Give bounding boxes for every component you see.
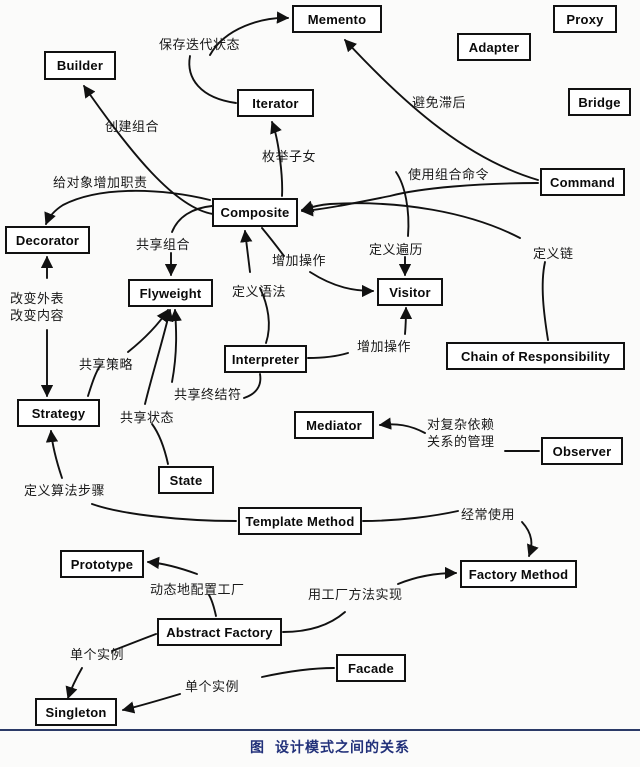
edge-label-add-operation-2: 增加操作	[357, 340, 412, 355]
edge-label-avoid-hysteresis: 避免滞后	[412, 96, 467, 111]
edge-single-instance1-arrow	[65, 667, 83, 700]
edge-template-to-strategy-line	[91, 503, 237, 522]
edge-label-create-composite: 创建组合	[105, 120, 160, 135]
edge-composite-to-flyweight	[171, 205, 213, 233]
edge-command-to-composite	[300, 182, 539, 217]
edge-label-define-grammar: 定义语法	[232, 285, 287, 300]
edge-composite-to-visitor-1	[261, 227, 285, 257]
pattern-node-prototype[interactable]: Prototype	[60, 550, 144, 578]
edge-facade-to-singleton-line	[261, 667, 335, 678]
edge-often-used-arrow	[521, 521, 539, 558]
pattern-node-interpreter[interactable]: Interpreter	[224, 345, 307, 373]
pattern-node-facade[interactable]: Facade	[336, 654, 406, 682]
edge-define-algo-arrow	[45, 429, 63, 479]
edge-label-add-operation-1: 增加操作	[272, 254, 327, 269]
edge-impl-factory-arrow	[397, 566, 458, 585]
edge-composite-to-decorator	[44, 189, 211, 226]
edge-label-share-terminator: 共享终结符	[174, 388, 242, 403]
pattern-node-builder[interactable]: Builder	[44, 51, 116, 80]
edge-label-dynamic-config: 动态地配置工厂	[150, 583, 245, 598]
caption-prefix: 图	[250, 740, 265, 756]
pattern-node-factorym[interactable]: Factory Method	[460, 560, 577, 588]
pattern-node-proxy[interactable]: Proxy	[553, 5, 617, 33]
pattern-node-bridge[interactable]: Bridge	[568, 88, 631, 116]
pattern-node-composite[interactable]: Composite	[212, 198, 298, 227]
edge-label-define-algo-step: 定义算法步骤	[24, 484, 106, 499]
edge-label-complex-dep: 对复杂依赖关系的管理	[427, 418, 495, 450]
edge-label-share-strategy: 共享策略	[79, 358, 134, 373]
pattern-node-strategy[interactable]: Strategy	[17, 399, 100, 427]
pattern-node-decorator[interactable]: Decorator	[5, 226, 90, 254]
pattern-node-mediator[interactable]: Mediator	[294, 411, 374, 439]
pattern-node-visitor[interactable]: Visitor	[377, 278, 443, 306]
caption-title: 设计模式之间的关系	[275, 740, 410, 756]
edge-label-define-chain: 定义链	[533, 247, 574, 262]
edge-interpreter-to-flyweight	[243, 373, 262, 399]
caption-bar: 图设计模式之间的关系	[0, 729, 640, 767]
pattern-node-template[interactable]: Template Method	[238, 507, 362, 535]
edge-share-strategy-arrow	[127, 308, 169, 353]
pattern-node-iterator[interactable]: Iterator	[237, 89, 314, 117]
pattern-node-command[interactable]: Command	[540, 168, 625, 196]
edge-define-traverse-top	[395, 171, 410, 237]
pattern-node-adapter[interactable]: Adapter	[457, 33, 531, 61]
edge-label-often-used: 经常使用	[461, 508, 516, 523]
pattern-node-flyweight[interactable]: Flyweight	[128, 279, 213, 307]
pattern-node-observer[interactable]: Observer	[541, 437, 623, 465]
edge-add-operation-to-visitor	[309, 271, 375, 298]
edge-state-to-flyweight	[151, 423, 169, 465]
edge-add-operation2-arrow	[399, 306, 413, 335]
edge-label-single-instance-2: 单个实例	[185, 680, 240, 695]
edge-share-state-arrow	[144, 308, 174, 405]
pattern-node-singleton[interactable]: Singleton	[35, 698, 117, 726]
pattern-node-memento[interactable]: Memento	[292, 5, 382, 33]
edge-label-share-composite: 共享组合	[136, 238, 191, 253]
edge-template-to-factory-line	[362, 510, 459, 522]
edge-interpreter-to-visitor	[307, 352, 349, 359]
figure-caption: 图设计模式之间的关系	[250, 737, 410, 757]
edge-label-add-duty: 给对象增加职责	[53, 176, 148, 191]
pattern-node-abstractf[interactable]: Abstract Factory	[157, 618, 282, 646]
edge-label-define-traverse: 定义遍历	[369, 243, 424, 258]
edge-save-iter-stem	[188, 55, 237, 104]
edge-chain-to-composite	[300, 200, 521, 239]
pattern-node-chain[interactable]: Chain of Responsibility	[446, 342, 625, 370]
edge-label-single-instance-1: 单个实例	[70, 648, 125, 663]
edge-label-impl-by-factory: 用工厂方法实现	[308, 588, 403, 603]
edge-label-share-state: 共享状态	[120, 411, 175, 426]
edge-single-instance2-arrow	[121, 693, 181, 714]
edge-label-change-appearance: 改变外表改变内容	[10, 292, 65, 324]
pattern-node-state[interactable]: State	[158, 466, 214, 494]
edge-define-grammar-arrow	[240, 229, 253, 273]
edge-label-enumerate-child: 枚举子女	[262, 150, 317, 165]
edge-label-use-composite-cmd: 使用组合命令	[408, 168, 490, 183]
edge-composite-to-builder	[83, 84, 214, 215]
edge-abstractfactory-to-factorym-line	[282, 611, 346, 633]
edge-dynamic-config-arrow	[146, 556, 198, 575]
edge-share-terminator-arrow	[169, 308, 182, 383]
edge-label-save-iter-state: 保存迭代状态	[159, 38, 241, 53]
edge-observer-to-mediator	[378, 417, 426, 434]
edge-chain-stem	[541, 261, 549, 341]
